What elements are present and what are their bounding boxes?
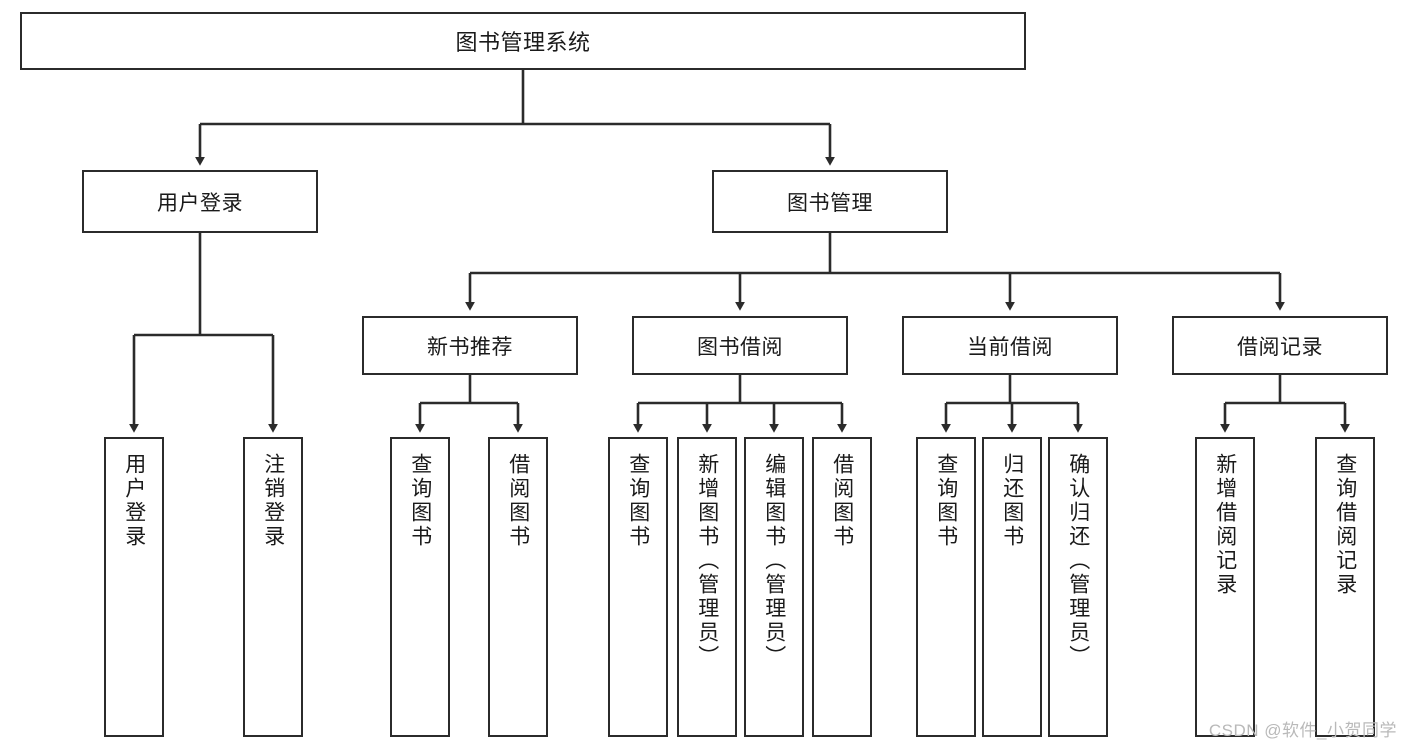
node-label: 查询图书 bbox=[934, 453, 958, 549]
node-label: 图书管理 bbox=[787, 191, 873, 215]
leaf-current-confirm-return-admin[interactable]: 确认归还（管理员） bbox=[1048, 437, 1108, 737]
leaf-current-return-book[interactable]: 归还图书 bbox=[982, 437, 1042, 737]
leaf-user-login-logout[interactable]: 注销登录 bbox=[243, 437, 303, 737]
node-label: 确认归还（管理员） bbox=[1066, 453, 1090, 669]
node-label: 用户登录 bbox=[122, 453, 146, 549]
node-label: 新增借阅记录 bbox=[1213, 453, 1237, 597]
leaf-borrow-add-book-admin[interactable]: 新增图书（管理员） bbox=[677, 437, 737, 737]
node-label: 新增图书（管理员） bbox=[695, 453, 719, 669]
node-label: 查询借阅记录 bbox=[1333, 453, 1357, 597]
node-label: 借阅图书 bbox=[830, 453, 854, 549]
watermark-text: CSDN @软件_小贺同学 bbox=[1208, 721, 1397, 740]
node-label: 当前借阅 bbox=[967, 335, 1053, 359]
leaf-borrow-edit-book-admin[interactable]: 编辑图书（管理员） bbox=[744, 437, 804, 737]
node-label: 图书借阅 bbox=[697, 335, 783, 359]
node-label: 查询图书 bbox=[408, 453, 432, 549]
leaf-record-add-record[interactable]: 新增借阅记录 bbox=[1195, 437, 1255, 737]
node-label: 借阅图书 bbox=[506, 453, 530, 549]
node-user-login[interactable]: 用户登录 bbox=[82, 170, 318, 233]
leaf-user-login-login[interactable]: 用户登录 bbox=[104, 437, 164, 737]
leaf-current-query-book[interactable]: 查询图书 bbox=[916, 437, 976, 737]
leaf-recommend-query-book[interactable]: 查询图书 bbox=[390, 437, 450, 737]
node-current-borrow[interactable]: 当前借阅 bbox=[902, 316, 1118, 375]
node-book-management[interactable]: 图书管理 bbox=[712, 170, 948, 233]
node-label: 新书推荐 bbox=[427, 335, 513, 359]
node-label: 注销登录 bbox=[261, 453, 285, 549]
node-label: 归还图书 bbox=[1000, 453, 1024, 549]
leaf-record-query-record[interactable]: 查询借阅记录 bbox=[1315, 437, 1375, 737]
node-borrow-record[interactable]: 借阅记录 bbox=[1172, 316, 1388, 375]
node-book-borrow[interactable]: 图书借阅 bbox=[632, 316, 848, 375]
node-new-book-recommend[interactable]: 新书推荐 bbox=[362, 316, 578, 375]
leaf-recommend-borrow-book[interactable]: 借阅图书 bbox=[488, 437, 548, 737]
node-label: 借阅记录 bbox=[1237, 335, 1323, 359]
leaf-borrow-borrow-book[interactable]: 借阅图书 bbox=[812, 437, 872, 737]
leaf-borrow-query-book[interactable]: 查询图书 bbox=[608, 437, 668, 737]
node-label: 图书管理系统 bbox=[455, 30, 591, 55]
node-label: 用户登录 bbox=[157, 191, 243, 215]
node-root-book-management-system[interactable]: 图书管理系统 bbox=[20, 12, 1026, 70]
node-label: 编辑图书（管理员） bbox=[762, 453, 786, 669]
node-label: 查询图书 bbox=[626, 453, 650, 549]
